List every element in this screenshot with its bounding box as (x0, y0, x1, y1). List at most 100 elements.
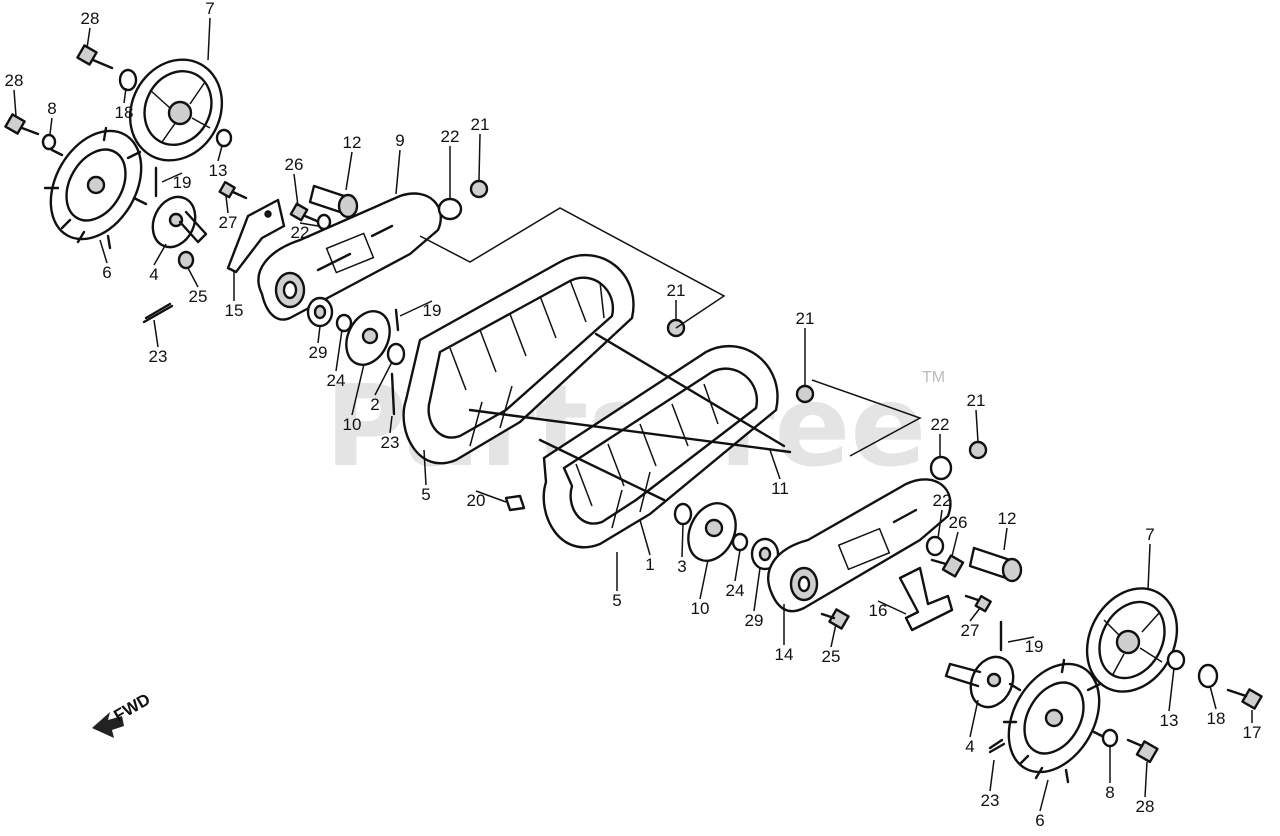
callout-number: 20 (467, 491, 486, 510)
washer-22-right-a[interactable] (929, 455, 953, 481)
axle-shaft-11[interactable] (468, 332, 792, 454)
washer-18-right[interactable] (1197, 663, 1219, 689)
washer-18-left[interactable] (118, 68, 138, 92)
callout-leader-line (969, 607, 981, 622)
wheel-disc-right[interactable] (1070, 573, 1195, 708)
callout-leader-line (639, 519, 651, 556)
pin-23-center[interactable] (390, 372, 396, 416)
bolt-17[interactable] (1226, 688, 1263, 710)
nut-25-left[interactable] (177, 250, 195, 270)
axle-hub-4-left[interactable] (145, 190, 208, 254)
callout-leader-line (1209, 685, 1217, 710)
callout-leader-line (769, 449, 781, 480)
callout-leader-line (13, 89, 17, 117)
washer-22-left-b[interactable] (437, 197, 463, 221)
axle-hub-4-right[interactable] (944, 650, 1021, 714)
callout-leader-line (345, 151, 353, 191)
callout-19: 19 (161, 172, 192, 192)
callout-number: 4 (149, 265, 158, 284)
callout-leader-line (699, 559, 709, 600)
bolt-28-top-left[interactable] (76, 44, 114, 70)
callout-number: 22 (931, 415, 950, 434)
bolt-27-right[interactable] (964, 594, 992, 613)
bolt-25-right[interactable] (820, 608, 850, 630)
callout-22: 22 (931, 415, 950, 458)
cotter-pin-23-left[interactable] (142, 302, 174, 324)
collar-13-left[interactable] (215, 128, 233, 148)
bolt-27-left[interactable] (218, 180, 248, 200)
shaft-bolt-12-left[interactable] (308, 184, 359, 219)
callout-7: 7 (1145, 525, 1155, 591)
ring-24-right[interactable] (731, 532, 749, 552)
collar-13-right[interactable] (1166, 649, 1186, 671)
nut-21-right[interactable] (795, 384, 815, 404)
callout-24: 24 (327, 329, 345, 390)
bracket-16[interactable] (898, 566, 954, 632)
bracket-15[interactable] (226, 198, 286, 274)
callout-leader-line (975, 409, 979, 443)
callout-12: 12 (343, 133, 361, 191)
washer-22-right-b[interactable] (925, 535, 945, 557)
callout-14: 14 (775, 604, 794, 664)
callout-4: 4 (965, 699, 979, 756)
callout-number: 6 (1035, 811, 1044, 830)
bolt-28-left[interactable] (4, 113, 40, 136)
bolt-26-right[interactable] (930, 554, 965, 578)
flange-10-left[interactable] (338, 304, 398, 372)
spiked-hub-6-left[interactable] (32, 115, 159, 255)
bushing-8-right[interactable] (1101, 728, 1119, 748)
chain-case-cover-9[interactable] (257, 192, 442, 321)
callout-number: 19 (173, 173, 192, 192)
callout-5: 5 (612, 552, 622, 610)
callout-26: 26 (285, 155, 303, 207)
callout-number: 22 (933, 491, 952, 510)
callout-leader-line (830, 623, 837, 648)
cotter-pin-23-right[interactable] (988, 738, 1006, 754)
callout-leader-line (1168, 667, 1175, 712)
bolt-28-right[interactable] (1126, 738, 1159, 764)
spiked-hub-6-right[interactable] (990, 648, 1117, 788)
callout-number: 5 (421, 485, 430, 504)
callout-number: 22 (291, 223, 310, 242)
ring-3[interactable] (673, 502, 693, 526)
bushing-8-left[interactable] (41, 133, 57, 151)
callout-21: 21 (967, 391, 985, 443)
callout-number: 19 (1025, 637, 1044, 656)
callout-number: 6 (102, 263, 111, 282)
callout-number: 17 (1243, 723, 1262, 742)
callout-leader-line (877, 600, 907, 615)
chain-case-cover-14[interactable] (767, 478, 952, 613)
ring-24-left[interactable] (335, 313, 353, 333)
callout-25: 25 (822, 623, 840, 666)
pin-19-center[interactable] (394, 308, 400, 332)
callout-number: 25 (189, 287, 208, 306)
nut-21-far-right[interactable] (968, 440, 988, 460)
callout-24: 24 (726, 549, 744, 600)
callout-leader-line (99, 239, 108, 264)
wheel-disc-left[interactable] (113, 43, 240, 176)
callout-number: 16 (869, 601, 888, 620)
track-5-upper[interactable] (402, 253, 635, 465)
callout-number: 14 (775, 645, 794, 664)
callout-number: 19 (423, 301, 442, 320)
callout-leader-line (937, 509, 943, 539)
callout-20: 20 (467, 490, 507, 510)
callout-22: 22 (441, 127, 459, 198)
callout-number: 18 (1207, 709, 1226, 728)
callout-8: 8 (47, 99, 57, 135)
callout-number: 23 (381, 433, 400, 452)
callout-leader-line (49, 117, 53, 135)
callout-19: 19 (1007, 636, 1044, 656)
callout-number: 15 (225, 301, 244, 320)
track-5-lower[interactable] (542, 345, 779, 549)
callout-number: 28 (5, 71, 24, 90)
spacer-2[interactable] (386, 342, 406, 366)
callout-18: 18 (1207, 685, 1226, 728)
callout-28: 28 (1136, 761, 1154, 816)
callout-number: 21 (796, 309, 815, 328)
key-20[interactable] (504, 494, 526, 512)
nut-21-left-top[interactable] (469, 179, 489, 199)
shaft-1[interactable] (538, 438, 666, 502)
shaft-bolt-12-right[interactable] (968, 546, 1023, 583)
